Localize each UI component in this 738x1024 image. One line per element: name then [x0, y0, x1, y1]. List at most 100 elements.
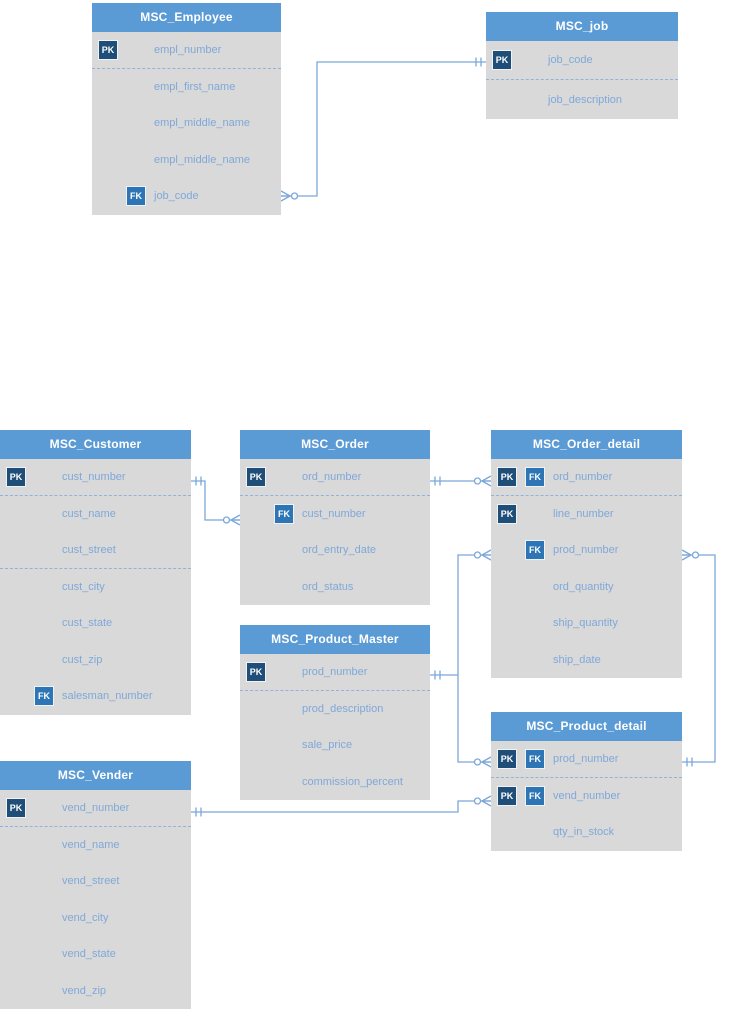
field-row-empl_number[interactable]: PK empl_number — [92, 32, 281, 69]
field-row-empl_first_name[interactable]: empl_first_name — [92, 69, 281, 106]
fk-badge: FK — [525, 540, 545, 561]
field-row-vend_city[interactable]: vend_city — [0, 900, 191, 937]
field-label: empl_first_name — [154, 80, 236, 93]
field-row-cust_street[interactable]: cust_street — [0, 532, 191, 569]
field-row-cust_state[interactable]: cust_state — [0, 605, 191, 642]
field-label: ship_date — [553, 653, 601, 666]
field-row-cust_city[interactable]: cust_city — [0, 569, 191, 606]
connector-customer-order[interactable] — [191, 476, 241, 526]
connector-employee-job[interactable] — [280, 57, 486, 202]
field-label: prod_number — [553, 752, 619, 765]
pk-badge: PK — [98, 39, 118, 60]
pk-badge: PK — [6, 466, 26, 487]
field-label: prod_number — [302, 665, 368, 678]
field-label: ord_number — [553, 470, 613, 483]
pk-badge: PK — [492, 50, 512, 70]
field-row-vend_state[interactable]: vend_state — [0, 936, 191, 973]
fk-badge: FK — [126, 186, 146, 207]
field-row-line_number[interactable]: PK line_number — [491, 496, 682, 533]
field-label: empl_middle_name — [154, 117, 250, 130]
pk-badge: PK — [497, 748, 517, 769]
field-row-ord_number[interactable]: PK ord_number — [240, 459, 430, 496]
field-row-vend_street[interactable]: vend_street — [0, 863, 191, 900]
field-label: ship_quantity — [553, 617, 618, 630]
field-label: ord_entry_date — [302, 544, 376, 557]
table-title: MSC_Customer — [0, 430, 191, 459]
connector-productmaster-orderdetail[interactable] — [430, 549, 492, 680]
field-label: empl_middle_name — [154, 153, 250, 166]
field-label: cust_name — [62, 507, 116, 520]
field-row-ord_entry_date[interactable]: ord_entry_date — [240, 532, 430, 569]
table-title: MSC_Product_Master — [240, 625, 430, 654]
field-label: salesman_number — [62, 690, 153, 703]
field-label: job_description — [548, 93, 622, 106]
field-row-ship_quantity[interactable]: ship_quantity — [491, 605, 682, 642]
field-row-sale_price[interactable]: sale_price — [240, 727, 430, 764]
fk-badge: FK — [274, 503, 294, 524]
field-row-prod_number[interactable]: FK prod_number — [491, 532, 682, 569]
connector-productmaster-productdetail[interactable] — [457, 675, 492, 768]
field-label: vend_name — [62, 838, 120, 851]
field-row-ord_quantity[interactable]: ord_quantity — [491, 569, 682, 606]
field-label: vend_number — [62, 801, 130, 814]
field-row-cust_zip[interactable]: cust_zip — [0, 642, 191, 679]
table-title: MSC_Order — [240, 430, 430, 459]
field-row-prod_description[interactable]: prod_description — [240, 691, 430, 728]
field-row-ship_date[interactable]: ship_date — [491, 642, 682, 679]
table-title: MSC_Employee — [92, 3, 281, 32]
field-label: ord_status — [302, 580, 354, 593]
field-label: vend_state — [62, 948, 116, 961]
field-row-vend_name[interactable]: vend_name — [0, 827, 191, 864]
connector-vender-productdetail[interactable] — [191, 795, 492, 817]
field-label: ord_number — [302, 470, 362, 483]
table-title: MSC_Vender — [0, 761, 191, 790]
field-label: vend_zip — [62, 984, 107, 997]
field-row-prod_number[interactable]: PK FK prod_number — [491, 741, 682, 778]
field-label: ord_quantity — [553, 580, 614, 593]
connector-orderdetail-productdetail[interactable] — [681, 549, 716, 767]
pk-badge: PK — [246, 466, 266, 487]
field-label: cust_street — [62, 543, 116, 556]
field-label: empl_number — [154, 43, 222, 56]
field-label: prod_description — [302, 702, 384, 715]
pk-badge: PK — [497, 503, 517, 524]
field-label: sale_price — [302, 739, 353, 752]
field-row-cust_name[interactable]: cust_name — [0, 496, 191, 533]
field-row-job_description[interactable]: job_description — [486, 80, 678, 119]
field-row-vend_zip[interactable]: vend_zip — [0, 973, 191, 1010]
field-row-qty_in_stock[interactable]: qty_in_stock — [491, 814, 682, 851]
field-row-commission_percent[interactable]: commission_percent — [240, 764, 430, 801]
fk-badge: FK — [525, 748, 545, 769]
field-row-ord_status[interactable]: ord_status — [240, 569, 430, 606]
field-label: line_number — [553, 507, 614, 520]
field-row-empl_middle_name[interactable]: empl_middle_name — [92, 142, 281, 179]
table-title: MSC_job — [486, 12, 678, 41]
fk-badge: FK — [525, 785, 545, 806]
field-row-empl_middle_name[interactable]: empl_middle_name — [92, 105, 281, 142]
field-label: prod_number — [553, 544, 619, 557]
connector-order-orderdetail[interactable] — [430, 475, 492, 487]
